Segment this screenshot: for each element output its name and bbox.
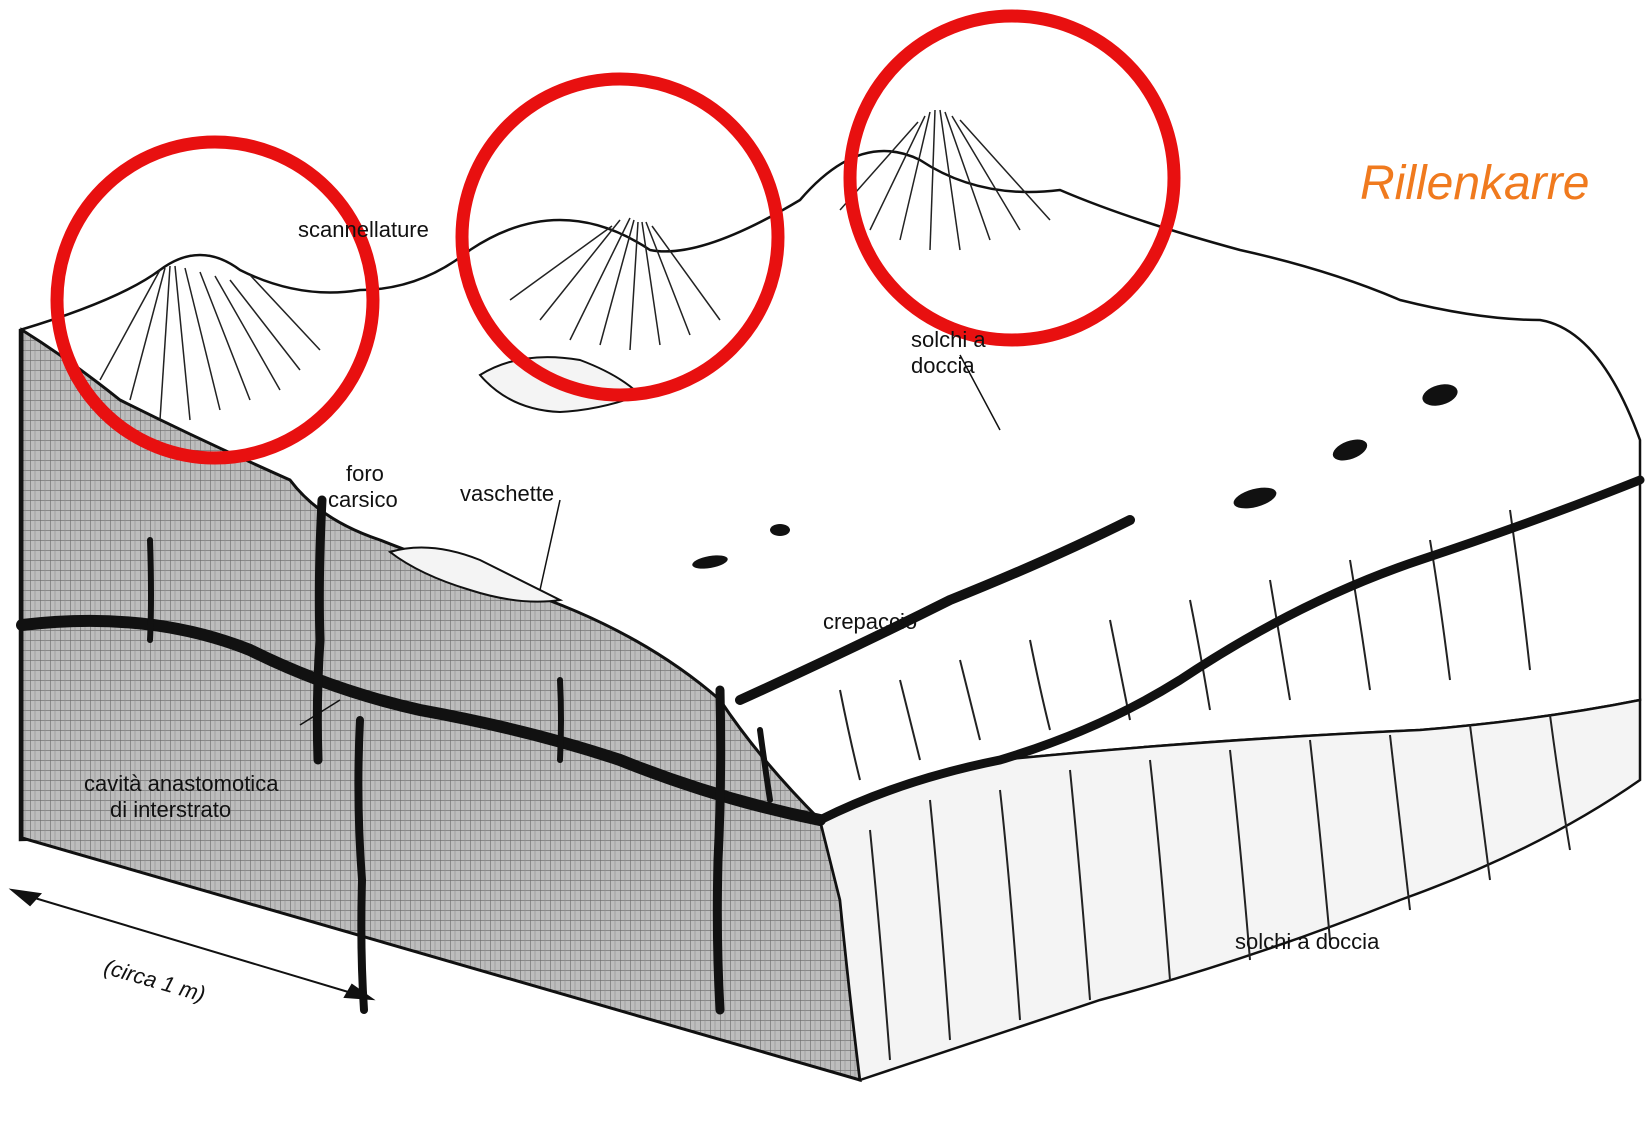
label-solchi-top-1: solchi a <box>911 328 986 352</box>
label-scannellature: scannellature <box>298 218 429 242</box>
label-solchi-bottom: solchi a doccia <box>1235 930 1379 954</box>
diagram-title: Rillenkarre <box>1360 158 1589 210</box>
label-solchi-top-2: doccia <box>911 354 975 378</box>
label-foro-1: foro <box>346 462 384 486</box>
label-cavita-2: di interstrato <box>110 798 231 822</box>
label-foro-2: carsico <box>328 488 398 512</box>
label-cavita-1: cavità anastomotica <box>84 772 278 796</box>
label-crepaccio: crepaccio <box>823 610 917 634</box>
label-vaschette: vaschette <box>460 482 554 506</box>
